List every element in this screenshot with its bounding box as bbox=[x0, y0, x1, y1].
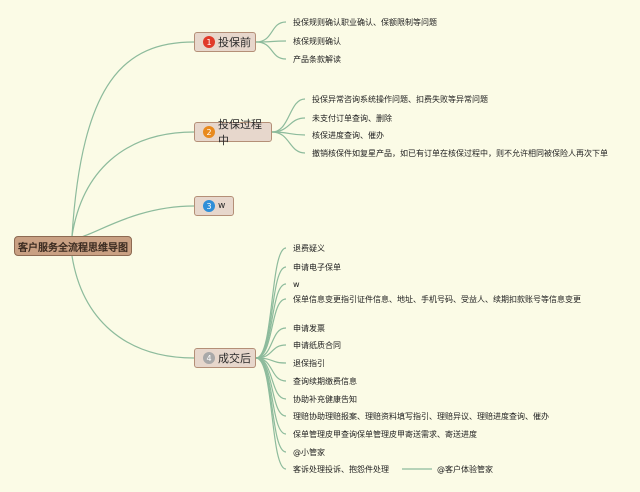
leaf-item[interactable]: 理赔协助理赔报案、理赔资料填写指引、理赔异议、理赔进度查询、催办 bbox=[293, 412, 549, 421]
leaf-item[interactable]: 客诉处理投诉、抱怨件处理 bbox=[293, 465, 389, 474]
leaf-item[interactable]: 投保规则确认职业确认、保额限制等问题 bbox=[293, 18, 437, 27]
leaf-connector bbox=[255, 41, 287, 60]
branch-before-insure[interactable]: 1 投保前 bbox=[194, 32, 256, 52]
sub-leaf-item[interactable]: @客户体验管家 bbox=[437, 465, 493, 474]
leaf-connector bbox=[255, 21, 287, 43]
leaf-item[interactable]: 核保进度查询、催办 bbox=[312, 131, 384, 140]
branch-label: 成交后 bbox=[218, 352, 251, 365]
number-badge-icon: 1 bbox=[203, 36, 215, 48]
leaf-item[interactable]: 保单信息变更指引证件信息、地址、手机号码、受益人、续期扣款账号等信息变更 bbox=[293, 295, 581, 304]
leaf-connector bbox=[271, 117, 306, 133]
branch-label: 投保前 bbox=[218, 36, 251, 49]
leaf-item[interactable]: 投保异常咨询系统操作问题、扣费失败等异常问题 bbox=[312, 95, 488, 104]
leaf-connector bbox=[255, 247, 287, 359]
leaf-item[interactable]: @小管家 bbox=[293, 448, 325, 457]
root-connector bbox=[71, 131, 195, 237]
leaf-connector bbox=[255, 266, 287, 359]
leaf-connector bbox=[255, 298, 287, 359]
leaf-item[interactable]: 保单管理皮甲查询保单管理皮甲寄送需求、寄送进度 bbox=[293, 430, 477, 439]
leaf-connector bbox=[255, 357, 287, 470]
leaf-item[interactable]: 协助补充健康告知 bbox=[293, 395, 357, 404]
branch-label: w bbox=[218, 201, 226, 211]
number-badge-icon: 3 bbox=[203, 200, 215, 212]
root-node[interactable]: 客户服务全流程思维导图 bbox=[14, 236, 132, 256]
number-badge-icon: 2 bbox=[203, 126, 215, 138]
leaf-item[interactable]: w bbox=[293, 280, 300, 289]
leaf-item[interactable]: 核保规则确认 bbox=[293, 37, 341, 46]
leaf-item[interactable]: 未支付订单查询、删除 bbox=[312, 114, 392, 123]
root-connector bbox=[71, 205, 195, 239]
root-connector bbox=[71, 255, 195, 359]
branch-during-insure[interactable]: 2 投保过程中 bbox=[194, 118, 272, 147]
leaf-item[interactable]: 申请电子保单 bbox=[293, 263, 341, 272]
branch-w[interactable]: 3 w bbox=[194, 196, 234, 216]
leaf-item[interactable]: 申请发票 bbox=[293, 324, 325, 333]
leaf-item[interactable]: 产品条款解读 bbox=[293, 55, 341, 64]
leaf-item[interactable]: 撤销核保件如复星产品，如已有订单在核保过程中，则不允许相同被保险人再次下单 bbox=[312, 149, 608, 158]
branch-after-deal[interactable]: 4 成交后 bbox=[194, 348, 256, 368]
branch-label: 投保过程中 bbox=[218, 118, 262, 147]
leaf-connector bbox=[271, 131, 306, 154]
root-connector bbox=[71, 41, 195, 237]
leaf-item[interactable]: 退费疑义 bbox=[293, 244, 325, 253]
number-badge-icon: 4 bbox=[203, 352, 215, 364]
leaf-item[interactable]: 查询续期缴费信息 bbox=[293, 377, 357, 386]
leaf-item[interactable]: 退保指引 bbox=[293, 359, 325, 368]
leaf-item[interactable]: 申请纸质合同 bbox=[293, 341, 341, 350]
leaf-connector bbox=[271, 98, 306, 133]
